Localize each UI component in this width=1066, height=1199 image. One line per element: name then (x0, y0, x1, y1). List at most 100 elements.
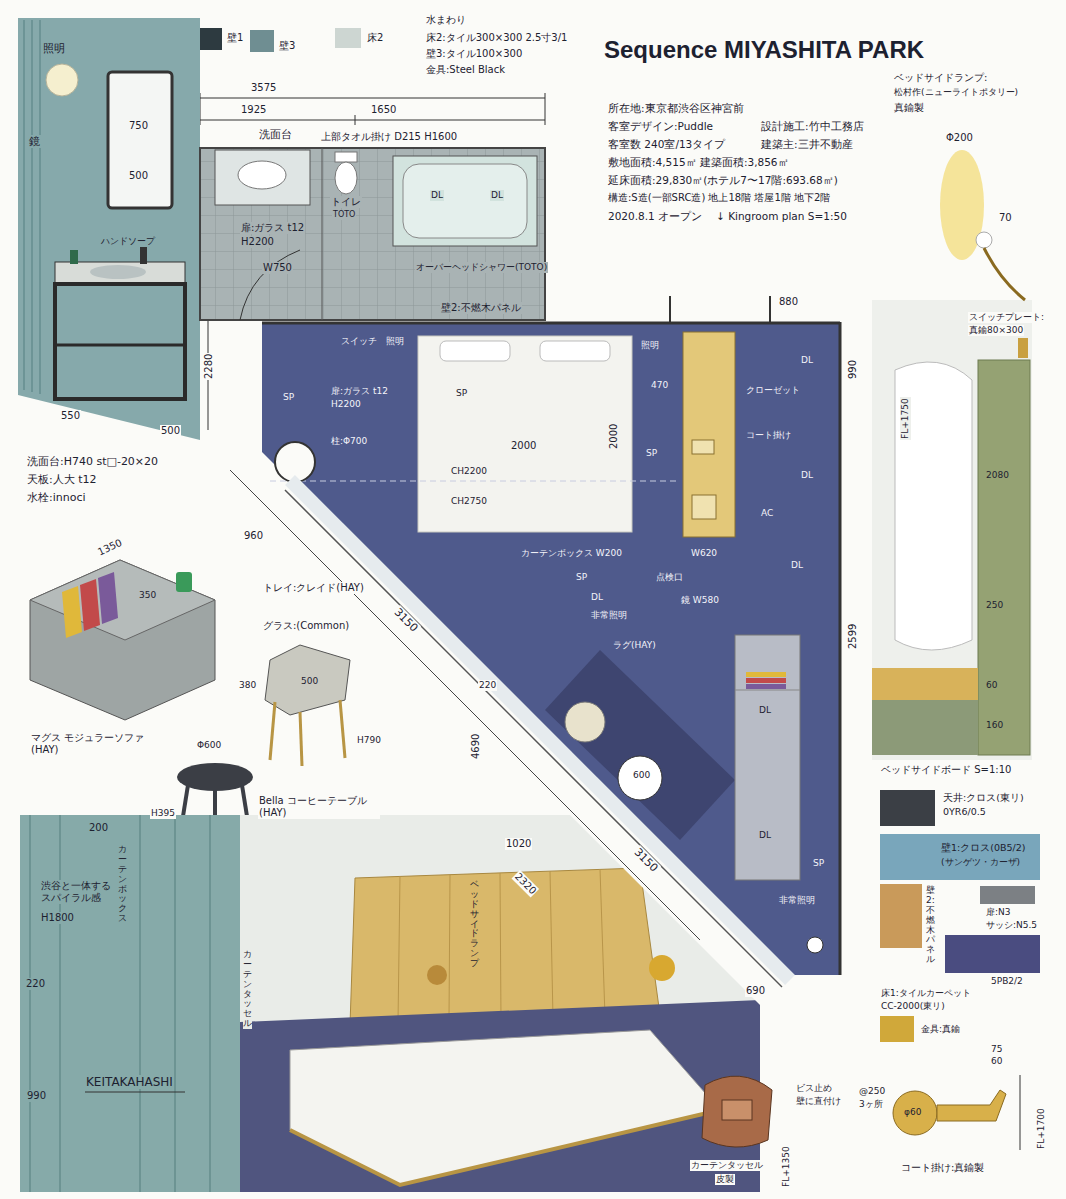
annotation-label: カーテンボックス (118, 845, 127, 924)
annotation-label: 金具:Steel Black (425, 64, 506, 76)
annotation-label: 鏡 W580 (680, 595, 720, 606)
annotation-label: 構造:S造(一部SRC造) 地上18階 塔屋1階 地下2階 (607, 192, 831, 204)
annotation-label: H1800 (40, 912, 75, 924)
annotation-label: W750 (262, 262, 293, 274)
annotation-label: コート掛け:真鍮製 (900, 1162, 985, 1174)
annotation-label: ハンドソープ (100, 236, 156, 247)
annotation-label: 1650 (370, 104, 397, 116)
annotation-label: 非常照明 (590, 610, 628, 621)
annotation-label: 75 (990, 1044, 1003, 1055)
annotation-label: 3150 (631, 845, 662, 876)
annotation-label: 500 (160, 425, 181, 437)
annotation-label: H2200 (240, 236, 275, 248)
swatch (335, 28, 361, 48)
annotation-label: 客室デザイン:Puddle (607, 120, 714, 133)
annotation-label: SP (282, 392, 295, 403)
annotation-label: FL+1750 (900, 397, 911, 440)
annotation-label: 扉:ガラス t12 (330, 386, 389, 397)
annotation-label: 0YR6/0.5 (942, 806, 987, 817)
annotation-label: 皮製 (715, 1174, 735, 1185)
annotation-label: 鏡 (28, 135, 41, 148)
annotation-label: 690 (745, 985, 766, 997)
title: Sequence MIYASHITA PARK (603, 36, 925, 65)
annotation-label: 壁2:不燃木パネル (926, 886, 935, 965)
annotation-label: 350 (138, 590, 157, 601)
annotation-label: 扉:N3 (985, 907, 1012, 918)
swatch (200, 28, 222, 50)
annotation-label: 扉:ガラス t12 (240, 222, 305, 234)
annotation-label: 1020 (505, 838, 532, 850)
annotation-label: 松村作(ニューライトポタリー) (893, 87, 1019, 98)
annotation-label: トイレ (330, 196, 362, 208)
annotation-label: 壁1 (226, 32, 244, 44)
annotation-label: トレイ:クレイド(HAY) (262, 582, 365, 594)
annotation-label: 照明 (640, 340, 660, 351)
annotation-label: 3575 (250, 82, 277, 94)
annotation-label: 2599 (847, 623, 859, 650)
annotation-label: FL+1700 (1036, 1107, 1047, 1150)
annotation-label: グラス:(Common) (262, 620, 350, 632)
annotation-label: 洗面台 (258, 128, 293, 141)
annotation-label: 3ヶ所 (858, 1099, 884, 1110)
swatch (250, 30, 274, 52)
annotation-label: 3150 (391, 605, 422, 636)
annotation-label: 客室数 240室/13タイプ (607, 138, 726, 151)
annotation-label: 2280 (203, 353, 215, 380)
annotation-label: 880 (778, 296, 799, 308)
annotation-label: Bella コーヒーテーブル (HAY) (258, 795, 380, 819)
annotation-label: SP (575, 572, 588, 583)
annotation-label: ラグ(HAY) (612, 640, 657, 651)
annotation-label: 壁3 (278, 40, 296, 52)
annotation-label: 水まわり (425, 14, 467, 26)
annotation-label: オーバーヘッドシャワー(TOTO) (415, 262, 548, 273)
annotation-label: 1350 (95, 536, 125, 558)
annotation-label: 延床面積:29,830㎡(ホテル7〜17階:693.68㎡) (607, 174, 839, 187)
annotation-label: 250 (985, 600, 1004, 611)
annotation-label: 380 (238, 680, 257, 691)
annotation-label: 建築主:三井不動産 (760, 138, 854, 151)
annotation-label: 220 (478, 680, 497, 691)
annotation-label: 600 (632, 770, 651, 781)
annotation-label: 水栓:innoci (26, 491, 87, 504)
annotation-label: SP (455, 388, 468, 399)
annotation-label: 天板:人大 t12 (26, 473, 98, 486)
annotation-label: @250 (858, 1086, 886, 1097)
annotation-label: 70 (998, 212, 1013, 224)
annotation-label: 990 (847, 359, 859, 380)
annotation-label: 160 (985, 720, 1004, 731)
annotation-label: DL (490, 190, 504, 201)
annotation-label: 設計施工:竹中工務店 (760, 120, 865, 133)
bedroom-perspective (20, 815, 780, 1195)
annotation-label: 壁2:不燃木パネル (440, 302, 522, 314)
annotation-label: カーテンボックス W200 (520, 548, 623, 559)
annotation-label: H395 (150, 808, 176, 819)
annotation-label: 所在地:東京都渋谷区神宮前 (607, 102, 745, 115)
annotation-label: 2020.8.1 オープン (607, 210, 703, 223)
annotation-label: カーテンタッセル (243, 950, 252, 1029)
annotation-label: ビス止め (795, 1083, 833, 1094)
annotation-label: DL (790, 560, 804, 571)
annotation-label: 洗面台:H740 st□-20×20 (26, 455, 159, 468)
annotation-label: 200 (88, 822, 109, 834)
annotation-label: 990 (26, 1090, 47, 1102)
annotation-label: ベッドサイドランプ: (893, 72, 988, 84)
annotation-label: H790 (356, 735, 382, 746)
annotation-label: 60 (990, 1056, 1003, 1067)
bedside-board-elevation (872, 150, 1032, 760)
annotation-label: 床2 (366, 32, 384, 44)
annotation-label: スイッチ (340, 336, 378, 347)
annotation-label: 60 (985, 680, 998, 691)
annotation-label: 点検口 (655, 572, 684, 583)
annotation-label: 5PB2/2 (990, 976, 1024, 987)
annotation-label: AC (760, 508, 774, 519)
annotation-label: H2200 (330, 399, 362, 410)
annotation-label: 壁1:クロス(0B5/2) (940, 842, 1027, 853)
annotation-label: CC-2000(東リ) (880, 1001, 946, 1012)
annotation-label: SP (812, 858, 825, 869)
annotation-label: 真鍮製 (893, 102, 925, 114)
annotation-label: TOTO (332, 210, 356, 220)
annotation-label: 500 (128, 170, 149, 182)
annotation-label: DL (800, 355, 814, 366)
annotation-label: Φ600 (196, 740, 222, 751)
